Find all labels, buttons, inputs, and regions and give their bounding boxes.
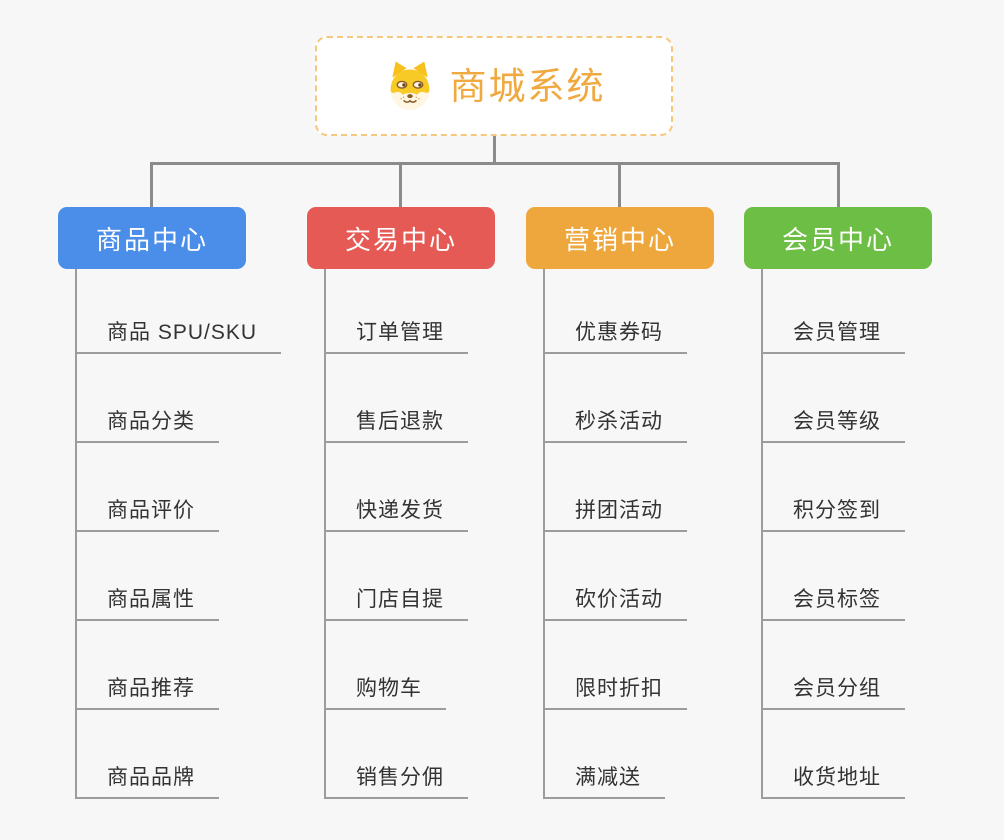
branch-children-marketing: 优惠券码 秒杀活动 拼团活动 砍价活动 限时折扣 满减送 xyxy=(543,269,687,799)
branch-node-marketing-center[interactable]: 营销中心 xyxy=(526,207,714,269)
leaf-node[interactable]: 会员管理 xyxy=(763,269,905,354)
branch-column-trade: 交易中心 订单管理 售后退款 快递发货 门店自提 购物车 销售分佣 xyxy=(307,207,527,799)
branch-children-product: 商品 SPU/SKU 商品分类 商品评价 商品属性 商品推荐 商品品牌 xyxy=(75,269,282,799)
shiba-dog-icon xyxy=(390,61,429,111)
leaf-node[interactable]: 购物车 xyxy=(326,621,446,710)
connector-drop-member xyxy=(837,162,840,209)
leaf-node[interactable]: 会员等级 xyxy=(763,354,905,443)
leaf-node[interactable]: 满减送 xyxy=(545,710,665,799)
leaf-node[interactable]: 拼团活动 xyxy=(545,443,687,532)
connector-drop-marketing xyxy=(618,162,621,209)
leaf-node[interactable]: 会员标签 xyxy=(763,532,905,621)
branch-node-member-center[interactable]: 会员中心 xyxy=(744,207,932,269)
root-title: 商城系统 xyxy=(449,65,606,107)
leaf-node[interactable]: 优惠券码 xyxy=(545,269,687,354)
connector-drop-product xyxy=(150,162,153,209)
leaf-node[interactable]: 商品推荐 xyxy=(77,621,219,710)
leaf-node[interactable]: 秒杀活动 xyxy=(545,354,687,443)
leaf-node[interactable]: 订单管理 xyxy=(326,269,468,354)
branch-column-member: 会员中心 会员管理 会员等级 积分签到 会员标签 会员分组 收货地址 xyxy=(744,207,964,799)
connector-drop-trade xyxy=(399,162,402,209)
leaf-node[interactable]: 商品 SPU/SKU xyxy=(77,269,282,354)
branch-column-marketing: 营销中心 优惠券码 秒杀活动 拼团活动 砍价活动 限时折扣 满减送 xyxy=(526,207,746,799)
leaf-node[interactable]: 售后退款 xyxy=(326,354,468,443)
branch-children-trade: 订单管理 售后退款 快递发货 门店自提 购物车 销售分佣 xyxy=(324,269,468,799)
leaf-node[interactable]: 限时折扣 xyxy=(545,621,687,710)
connector-root-stub xyxy=(493,136,496,164)
root-node[interactable]: 商城系统 xyxy=(315,36,673,136)
leaf-node[interactable]: 商品评价 xyxy=(77,443,219,532)
leaf-node[interactable]: 商品品牌 xyxy=(77,710,219,799)
leaf-node[interactable]: 门店自提 xyxy=(326,532,468,621)
branch-node-product-center[interactable]: 商品中心 xyxy=(58,207,246,269)
leaf-node[interactable]: 商品分类 xyxy=(77,354,219,443)
leaf-node[interactable]: 快递发货 xyxy=(326,443,468,532)
branch-children-member: 会员管理 会员等级 积分签到 会员标签 会员分组 收货地址 xyxy=(761,269,905,799)
branch-node-trade-center[interactable]: 交易中心 xyxy=(307,207,495,269)
leaf-node[interactable]: 商品属性 xyxy=(77,532,219,621)
leaf-node[interactable]: 砍价活动 xyxy=(545,532,687,621)
leaf-node[interactable]: 会员分组 xyxy=(763,621,905,710)
leaf-node[interactable]: 积分签到 xyxy=(763,443,905,532)
leaf-node[interactable]: 销售分佣 xyxy=(326,710,468,799)
leaf-node[interactable]: 收货地址 xyxy=(763,710,905,799)
branch-column-product: 商品中心 商品 SPU/SKU 商品分类 商品评价 商品属性 商品推荐 商品品牌 xyxy=(58,207,282,799)
connector-horizontal-line xyxy=(151,162,839,165)
